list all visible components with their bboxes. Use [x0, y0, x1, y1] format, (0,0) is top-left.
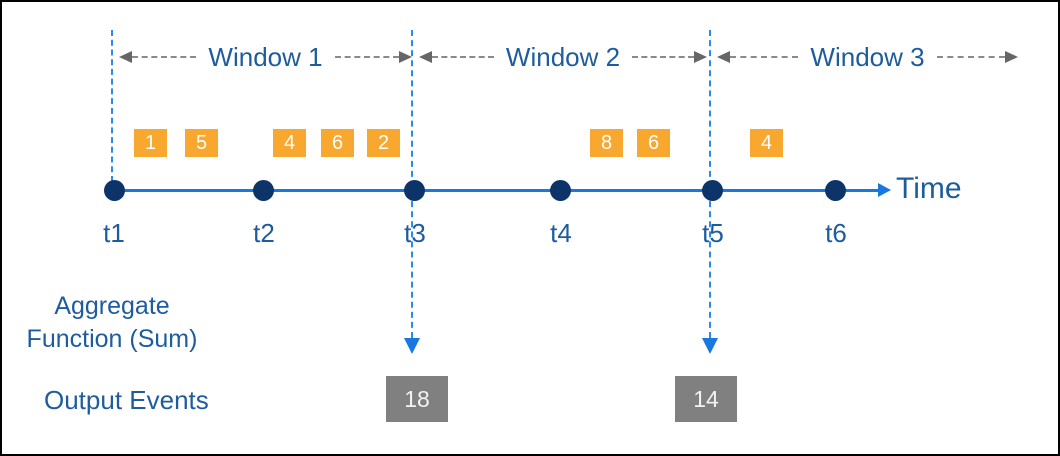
window-1-span: Window 1 — [119, 42, 412, 72]
output-value-box: 14 — [675, 376, 737, 422]
dashed-rule — [730, 56, 799, 58]
tick-label-t3: t3 — [404, 218, 426, 248]
tick-label-t4: t4 — [550, 218, 572, 248]
right-arrowhead-icon — [694, 51, 707, 63]
dashed-rule — [334, 56, 399, 58]
tick-label-t5: t5 — [702, 218, 724, 248]
tick-label-t1: t1 — [103, 218, 125, 248]
tick-label-t6: t6 — [825, 218, 847, 248]
aggregate-function-label-line2: Function (Sum) — [26, 325, 198, 353]
dashed-rule — [432, 56, 494, 58]
timeline-dot-t4 — [550, 180, 571, 201]
window-3-label: Window 3 — [810, 41, 925, 72]
event-box: 6 — [321, 129, 354, 157]
output-events-label: Output Events — [44, 385, 209, 415]
time-axis-label: Time — [896, 172, 962, 205]
event-box: 8 — [590, 129, 623, 157]
down-arrow-icon — [404, 338, 420, 354]
left-arrowhead-icon — [119, 51, 132, 63]
timeline-dot-t5 — [702, 180, 723, 201]
event-box: 4 — [273, 129, 306, 157]
dashed-rule — [132, 56, 197, 58]
left-arrowhead-icon — [419, 51, 432, 63]
timeline-dot-t1 — [104, 180, 125, 201]
aggregate-function-label-line1: Aggregate — [54, 292, 170, 320]
tick-label-t2: t2 — [253, 218, 275, 248]
window-2-span: Window 2 — [419, 42, 707, 72]
window-3-span: Window 3 — [717, 42, 1018, 72]
timeline-axis — [114, 189, 880, 192]
window-boundary-line-t1 — [111, 30, 113, 182]
event-box: 1 — [134, 129, 167, 157]
event-box: 6 — [637, 129, 670, 157]
right-arrowhead-icon — [399, 51, 412, 63]
dashed-rule — [936, 56, 1005, 58]
right-arrowhead-icon — [878, 183, 891, 197]
dashed-rule — [632, 56, 694, 58]
left-arrowhead-icon — [717, 51, 730, 63]
event-box: 5 — [185, 129, 218, 157]
event-box: 4 — [750, 129, 783, 157]
timeline-dot-t3 — [404, 180, 425, 201]
timeline-dot-t2 — [253, 180, 274, 201]
aggregate-function-label: Aggregate Function (Sum) — [22, 290, 202, 356]
window-2-label: Window 2 — [505, 41, 621, 72]
window-1-label: Window 1 — [208, 41, 323, 72]
output-value-box: 18 — [386, 376, 448, 422]
event-box: 2 — [367, 129, 400, 157]
timeline-dot-t6 — [825, 180, 846, 201]
right-arrowhead-icon — [1005, 51, 1018, 63]
down-arrow-icon — [702, 338, 718, 354]
